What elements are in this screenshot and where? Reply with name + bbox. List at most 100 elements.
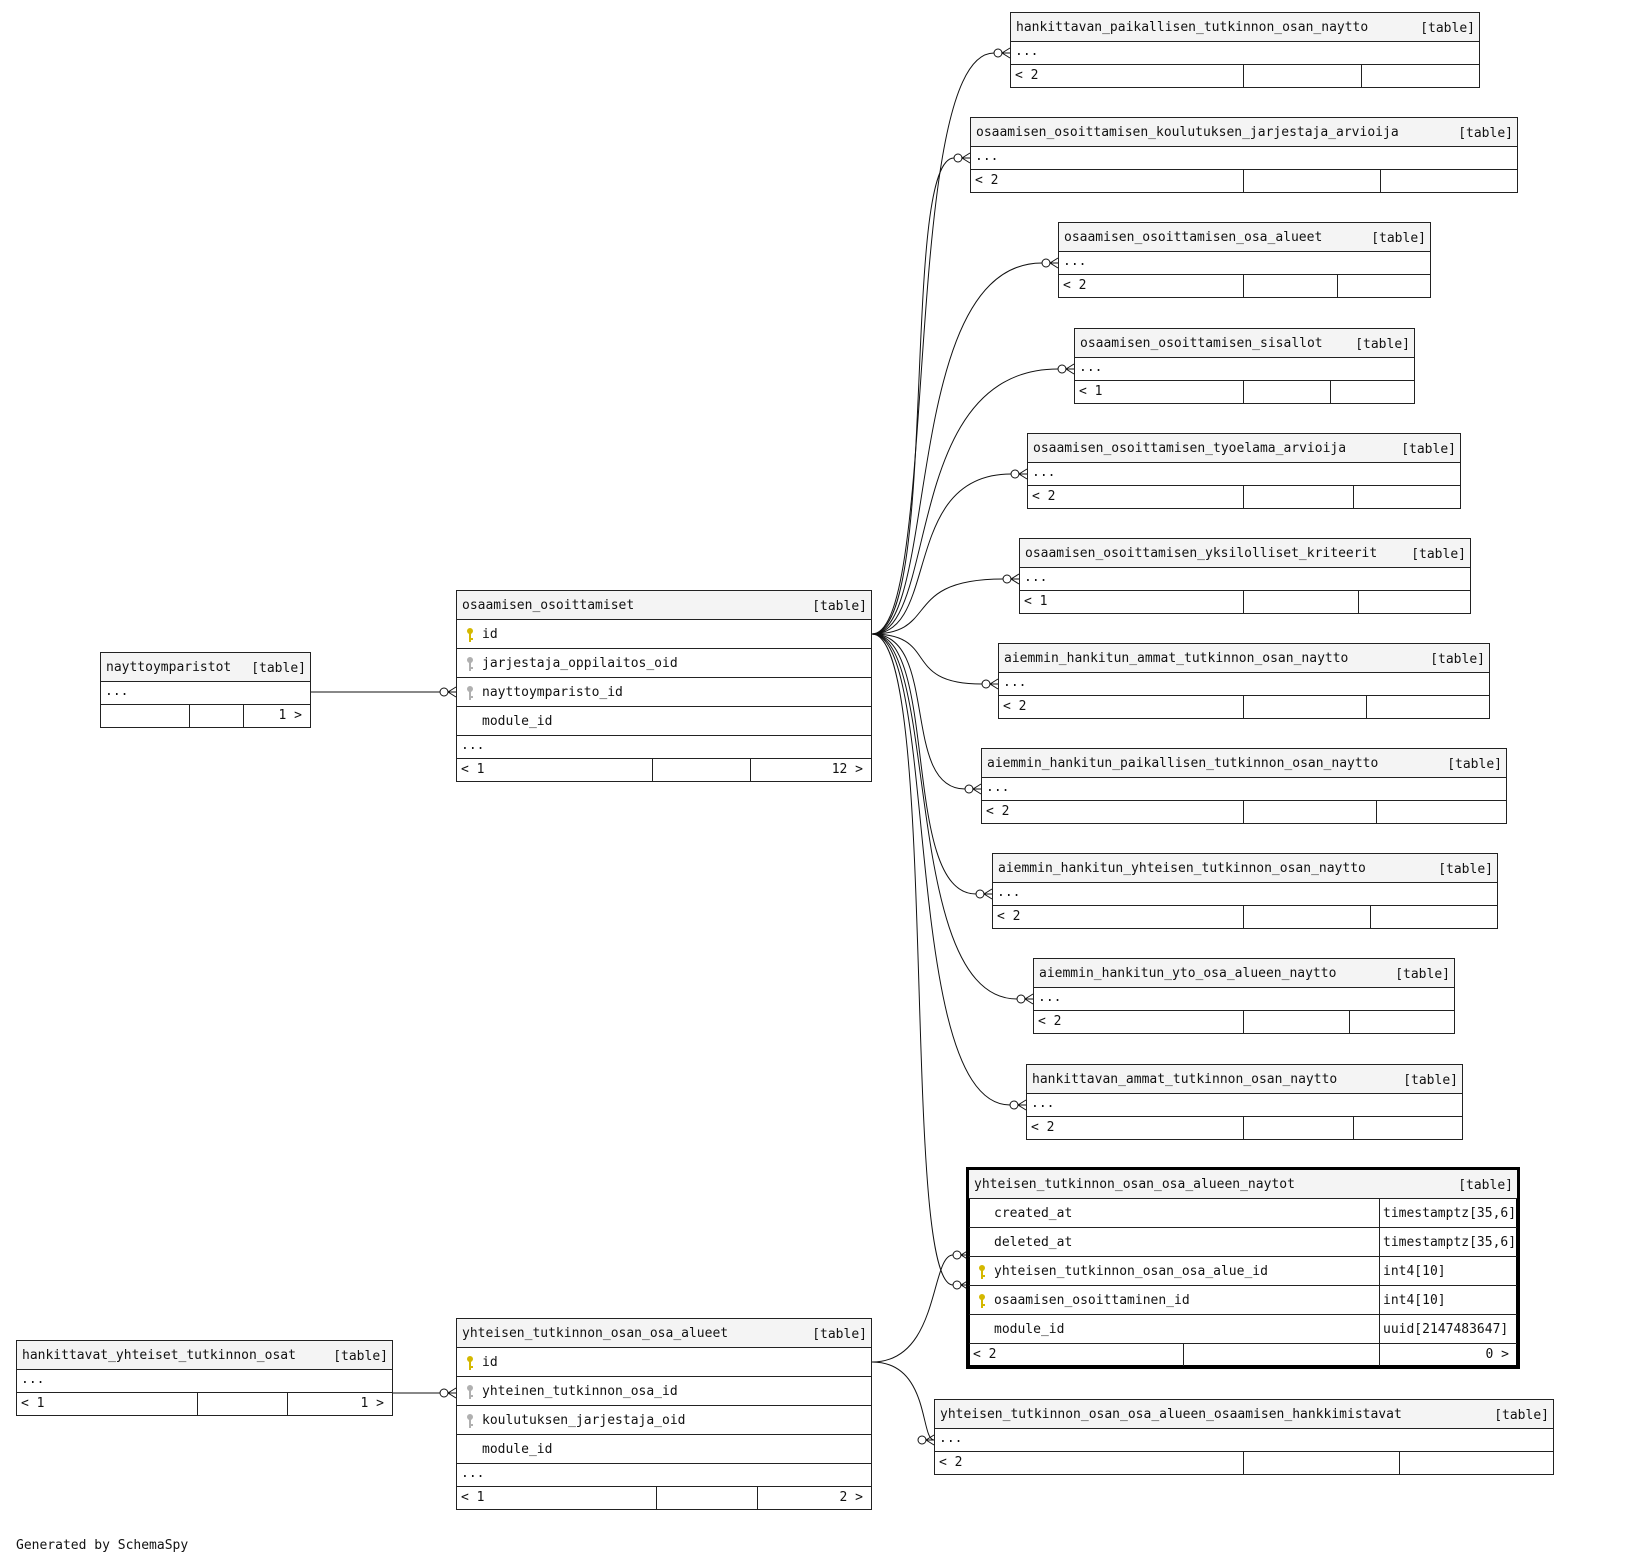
footer-divider bbox=[1353, 486, 1354, 508]
column-name: jarjestaja_oppilaitos_oid bbox=[482, 656, 678, 671]
table-osaamisen-osoittamisen-koulutuksen-jarjestaja-arvioija[interactable]: osaamisen_osoittamisen_koulutuksen_jarje… bbox=[970, 117, 1518, 193]
footer-divider bbox=[1243, 170, 1244, 192]
table-footer: < 1 bbox=[1075, 381, 1414, 403]
parents-count[interactable]: < 2 bbox=[1032, 489, 1056, 504]
table-header: osaamisen_osoittamisen_osa_alueet [table… bbox=[1059, 223, 1430, 252]
children-count[interactable]: 1 > bbox=[278, 708, 302, 723]
table-header: osaamisen_osoittamiset [table] bbox=[457, 591, 871, 620]
table-type-tag: [table] bbox=[1447, 757, 1502, 772]
parents-count[interactable]: < 2 bbox=[1063, 278, 1087, 293]
parents-count[interactable]: < 2 bbox=[1003, 699, 1027, 714]
table-footer: < 2 0 > bbox=[969, 1344, 1517, 1366]
parents-count[interactable]: < 2 bbox=[986, 804, 1010, 819]
footer-divider bbox=[1243, 801, 1244, 823]
column-name: module_id bbox=[482, 1442, 553, 1457]
primary-key-icon bbox=[979, 1294, 985, 1308]
columns-ellipsis: ... bbox=[457, 1464, 871, 1487]
table-hankittavan-paikallisen-tutkinnon-osan-naytto[interactable]: hankittavan_paikallisen_tutkinnon_osan_n… bbox=[1010, 12, 1480, 88]
table-type-tag: [table] bbox=[333, 1349, 388, 1364]
footer-divider bbox=[1399, 1452, 1400, 1474]
parents-count[interactable]: < 2 bbox=[1038, 1014, 1062, 1029]
table-footer: < 2 bbox=[982, 801, 1506, 823]
table-type-tag: [table] bbox=[812, 1327, 867, 1342]
column-row: jarjestaja_oppilaitos_oid bbox=[457, 649, 871, 678]
parents-count[interactable]: < 1 bbox=[1079, 384, 1103, 399]
relationship-edge bbox=[871, 157, 970, 635]
table-hankittavat-yhteiset-tutkinnon-osat[interactable]: hankittavat_yhteiset_tutkinnon_osat [tab… bbox=[16, 1340, 393, 1416]
column-name: created_at bbox=[994, 1206, 1073, 1221]
parents-count[interactable]: < 2 bbox=[1015, 68, 1039, 83]
parents-count[interactable]: < 1 bbox=[1024, 594, 1048, 609]
relationship-edge bbox=[871, 262, 1058, 635]
column-type: timestamptz[35,6] bbox=[1383, 1206, 1517, 1221]
parents-count[interactable]: < 1 bbox=[21, 1396, 45, 1411]
column-name: module_id bbox=[994, 1322, 1065, 1337]
column-row: deleted_at timestamptz[35,6] bbox=[969, 1228, 1517, 1257]
relationship-edge bbox=[871, 1254, 969, 1363]
column-name: nayttoymparisto_id bbox=[482, 685, 623, 700]
many-cardinality-marker bbox=[439, 1387, 457, 1399]
primary-key-icon bbox=[979, 1265, 985, 1279]
column-row: module_id bbox=[457, 1435, 871, 1464]
relationship-edge bbox=[871, 633, 969, 1286]
children-count[interactable]: 12 > bbox=[831, 762, 863, 777]
columns-ellipsis: ... bbox=[999, 673, 1489, 696]
footer-divider bbox=[1379, 1344, 1380, 1366]
table-header: aiemmin_hankitun_ammat_tutkinnon_osan_na… bbox=[999, 644, 1489, 673]
table-osaamisen-osoittamisen-tyoelama-arvioija[interactable]: osaamisen_osoittamisen_tyoelama_arvioija… bbox=[1027, 433, 1461, 509]
footer-divider bbox=[750, 759, 751, 781]
parents-count[interactable]: < 2 bbox=[997, 909, 1021, 924]
table-yhteisen-tutkinnon-osan-osa-alueet[interactable]: yhteisen_tutkinnon_osan_osa_alueet [tabl… bbox=[456, 1318, 872, 1510]
footer-divider bbox=[652, 759, 653, 781]
ellipsis-text: ... bbox=[21, 1372, 45, 1387]
table-yhteisen-tutkinnon-osan-osa-alueen-osaamisen-hankkimistavat[interactable]: yhteisen_tutkinnon_osan_osa_alueen_osaam… bbox=[934, 1399, 1554, 1475]
table-aiemmin-hankitun-yto-osa-alueen-naytto[interactable]: aiemmin_hankitun_yto_osa_alueen_naytto [… bbox=[1033, 958, 1455, 1034]
parents-count[interactable]: < 2 bbox=[973, 1347, 997, 1362]
table-footer: 1 > bbox=[101, 705, 310, 727]
footer-divider bbox=[243, 705, 244, 727]
parents-count[interactable]: < 1 bbox=[461, 762, 485, 777]
table-footer: < 2 bbox=[1027, 1117, 1462, 1139]
table-osaamisen-osoittamisen-sisallot[interactable]: osaamisen_osoittamisen_sisallot [table] … bbox=[1074, 328, 1415, 404]
children-count[interactable]: 0 > bbox=[1485, 1347, 1509, 1362]
parents-count[interactable]: < 1 bbox=[461, 1490, 485, 1505]
table-name: aiemmin_hankitun_paikallisen_tutkinnon_o… bbox=[987, 756, 1379, 771]
parents-count[interactable]: < 2 bbox=[975, 173, 999, 188]
column-name: koulutuksen_jarjestaja_oid bbox=[482, 1413, 686, 1428]
footer-divider bbox=[1243, 1452, 1244, 1474]
footer-divider bbox=[1349, 1011, 1350, 1033]
footer-divider bbox=[1243, 1011, 1244, 1033]
table-aiemmin-hankitun-paikallisen-tutkinnon-osan-naytto[interactable]: aiemmin_hankitun_paikallisen_tutkinnon_o… bbox=[981, 748, 1507, 824]
columns-ellipsis: ... bbox=[101, 682, 310, 705]
children-count[interactable]: 1 > bbox=[360, 1396, 384, 1411]
type-divider bbox=[1379, 1315, 1380, 1343]
columns-ellipsis: ... bbox=[17, 1370, 392, 1393]
table-aiemmin-hankitun-yhteisen-tutkinnon-osan-naytto[interactable]: aiemmin_hankitun_yhteisen_tutkinnon_osan… bbox=[992, 853, 1498, 929]
footer-divider bbox=[287, 1393, 288, 1415]
table-osaamisen-osoittamisen-osa-alueet[interactable]: osaamisen_osoittamisen_osa_alueet [table… bbox=[1058, 222, 1431, 298]
relationship-edge bbox=[871, 52, 1010, 635]
table-osaamisen-osoittamiset[interactable]: osaamisen_osoittamiset [table] id jarjes… bbox=[456, 590, 872, 782]
parents-count[interactable]: < 2 bbox=[1031, 1120, 1055, 1135]
ellipsis-text: ... bbox=[1038, 990, 1062, 1005]
ellipsis-text: ... bbox=[986, 780, 1010, 795]
table-aiemmin-hankitun-ammat-tutkinnon-osan-naytto[interactable]: aiemmin_hankitun_ammat_tutkinnon_osan_na… bbox=[998, 643, 1490, 719]
ellipsis-text: ... bbox=[1032, 465, 1056, 480]
table-header: nayttoymparistot [table] bbox=[101, 653, 310, 682]
relationship-edge bbox=[871, 473, 1027, 635]
footer-divider bbox=[1243, 696, 1244, 718]
footer-divider bbox=[1366, 696, 1367, 718]
table-nayttoymparistot[interactable]: nayttoymparistot [table] ... 1 > bbox=[100, 652, 311, 728]
children-count[interactable]: 2 > bbox=[839, 1490, 863, 1505]
table-hankittavan-ammat-tutkinnon-osan-naytto[interactable]: hankittavan_ammat_tutkinnon_osan_naytto … bbox=[1026, 1064, 1463, 1140]
ellipsis-text: ... bbox=[1015, 44, 1039, 59]
many-cardinality-marker bbox=[964, 783, 982, 795]
table-header: yhteisen_tutkinnon_osan_osa_alueen_osaam… bbox=[935, 1400, 1553, 1429]
parents-count[interactable]: < 2 bbox=[939, 1455, 963, 1470]
footer-divider bbox=[1361, 65, 1362, 87]
table-osaamisen-osoittamisen-yksilolliset-kriteerit[interactable]: osaamisen_osoittamisen_yksilolliset_krit… bbox=[1019, 538, 1471, 614]
columns-ellipsis: ... bbox=[993, 883, 1497, 906]
primary-key-icon bbox=[467, 1356, 473, 1370]
table-yhteisen-tutkinnon-osan-osa-alueen-naytot[interactable]: yhteisen_tutkinnon_osan_osa_alueen_nayto… bbox=[966, 1167, 1520, 1369]
table-header: aiemmin_hankitun_yhteisen_tutkinnon_osan… bbox=[993, 854, 1497, 883]
